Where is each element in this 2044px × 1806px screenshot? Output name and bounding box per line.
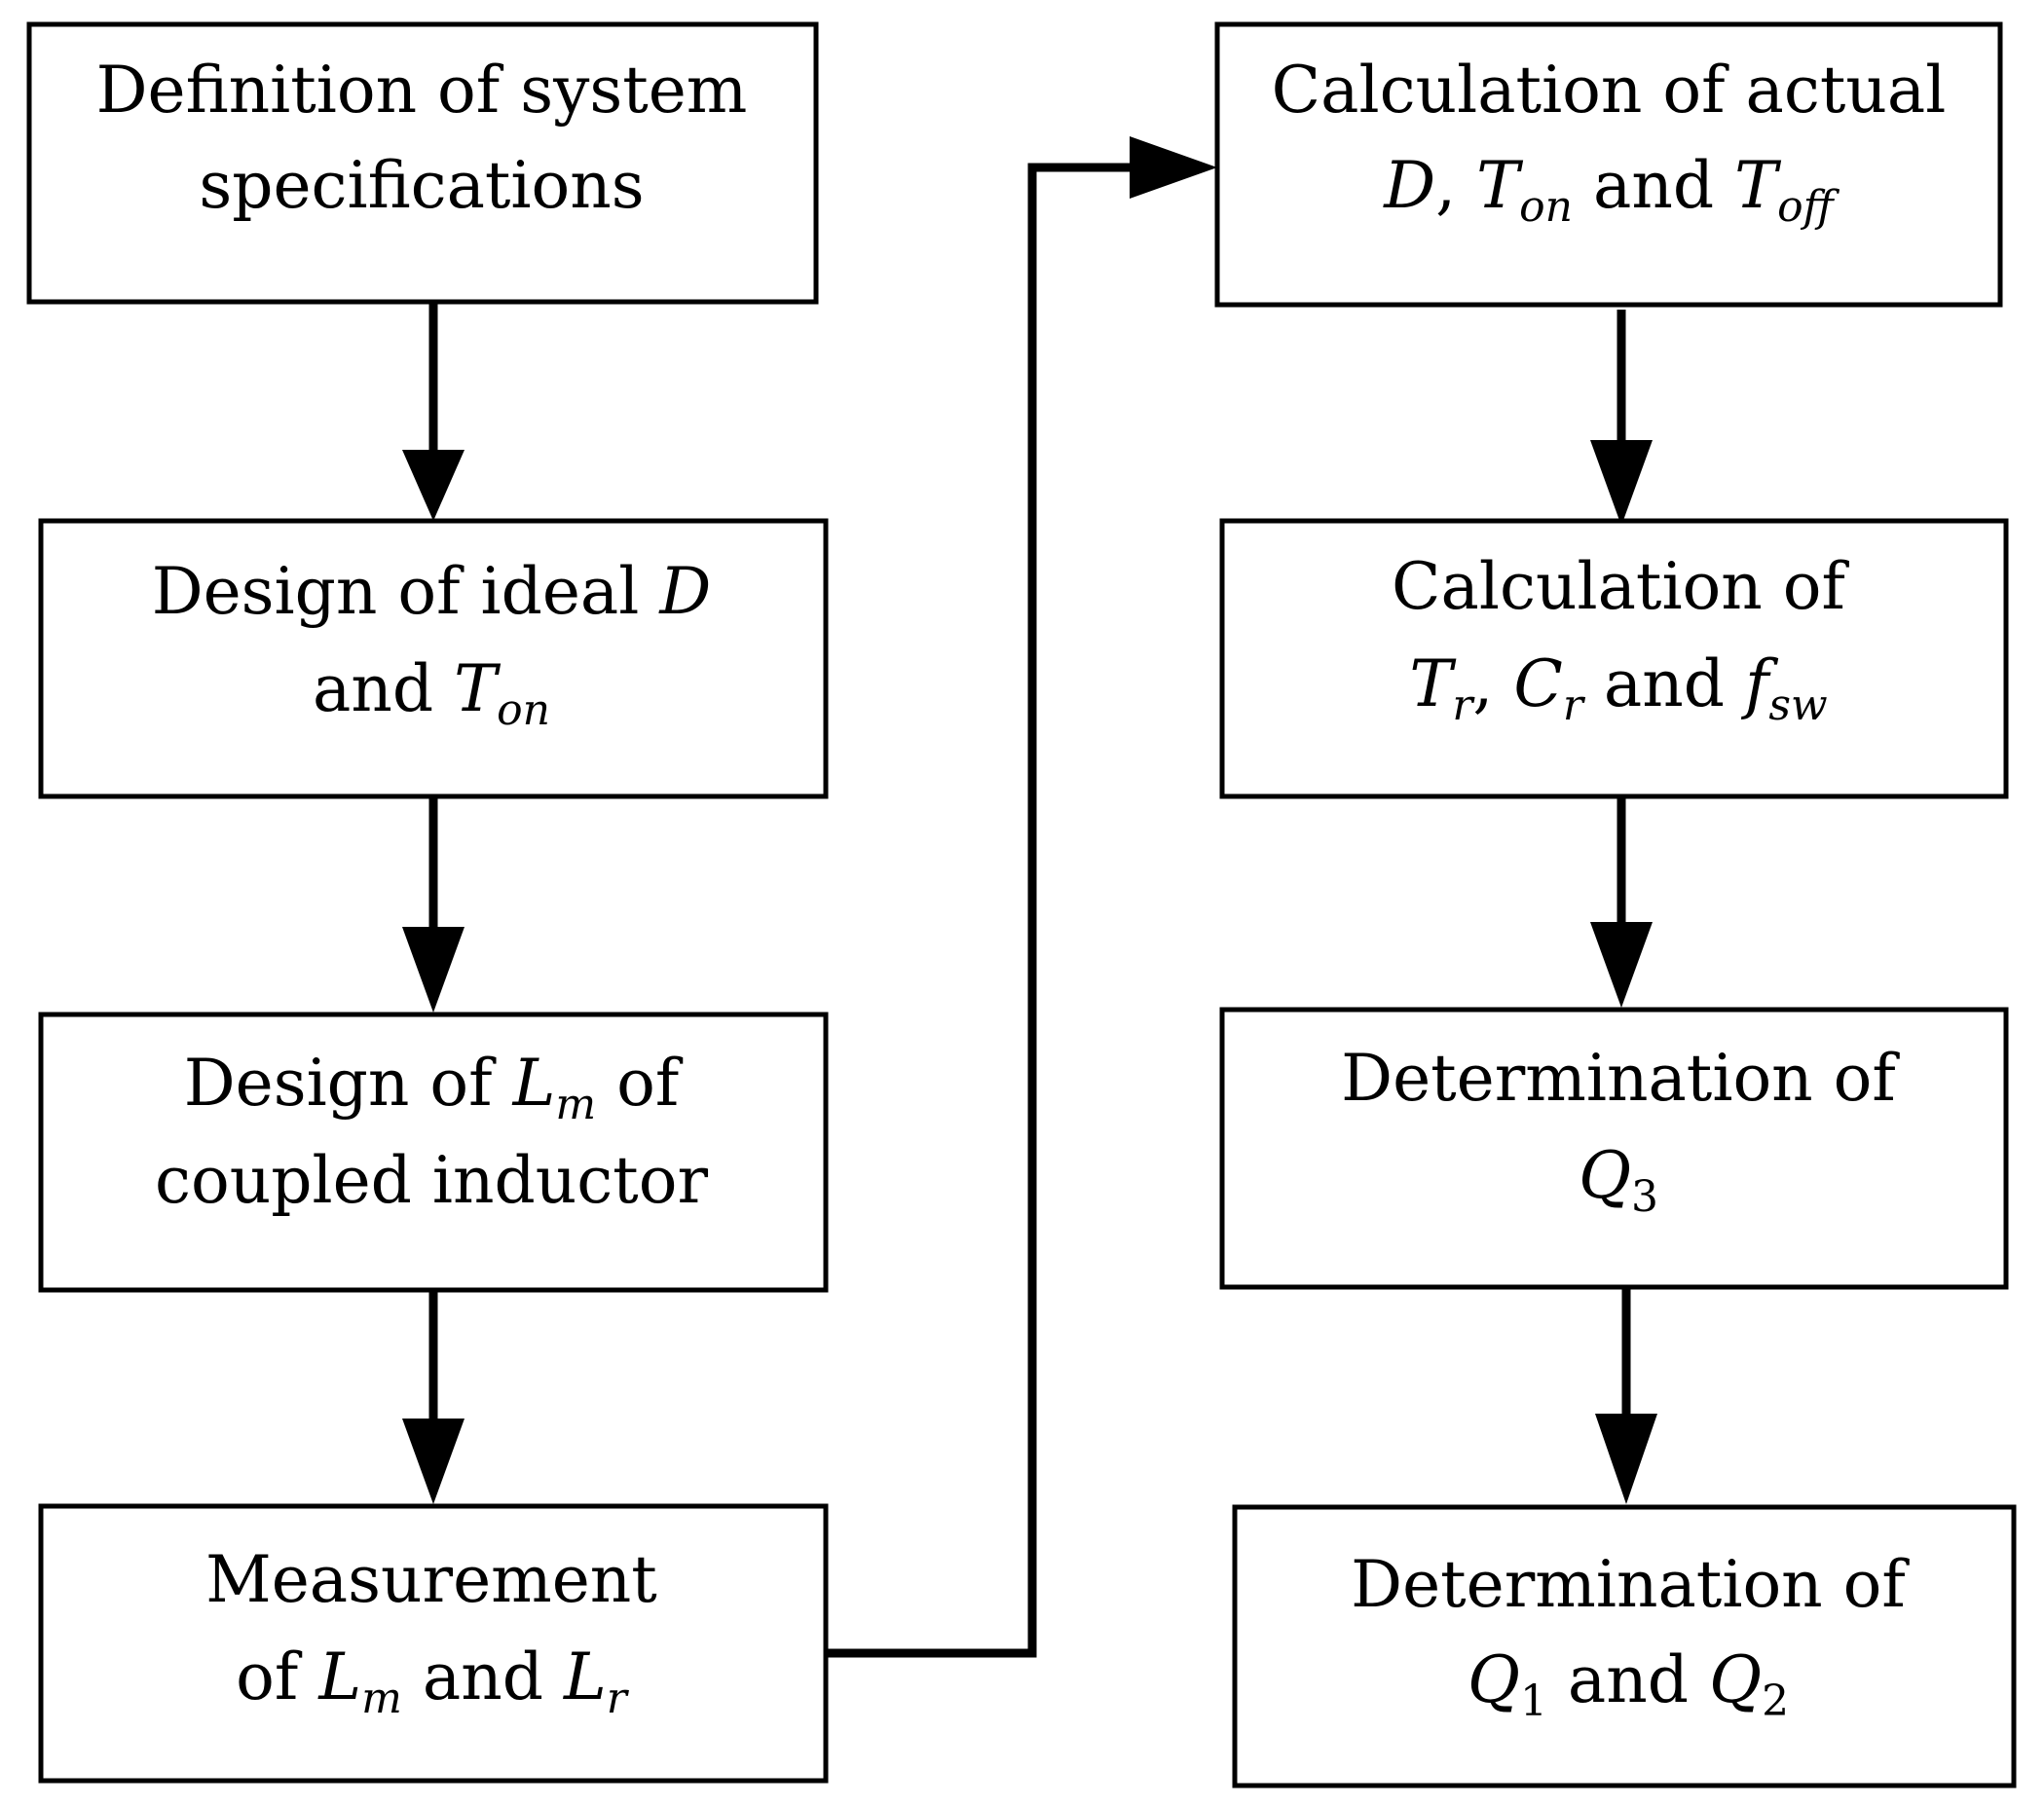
- label-text: ,: [1435, 148, 1476, 223]
- subscript: 1: [1520, 1677, 1547, 1726]
- label-text: Calculation of actual: [1272, 53, 1947, 128]
- variable: D: [1383, 148, 1435, 223]
- label-text: Definition of system: [96, 53, 748, 128]
- label-text: and: [313, 651, 454, 726]
- node-box: [1219, 518, 2009, 799]
- arrowhead-q3-to-q1-q2: [1595, 1414, 1657, 1504]
- label-text: Design of ideal: [152, 554, 660, 629]
- label-text: Measurement: [205, 1542, 657, 1617]
- subscript: r: [1452, 681, 1475, 730]
- variable: T: [1409, 646, 1457, 721]
- subscript: 3: [1631, 1172, 1658, 1222]
- variable: Q: [1579, 1138, 1631, 1213]
- subscript: sw: [1768, 681, 1827, 730]
- node-label-line: Calculation of actual: [1272, 53, 1947, 128]
- arrowhead-lm-lr-measure-to-actual-d: [1130, 136, 1217, 199]
- label-text: Design of: [184, 1046, 513, 1121]
- label-text: and: [402, 1640, 564, 1714]
- node-box: [38, 1012, 829, 1293]
- node-label-line: Design of Lm of: [184, 1046, 684, 1129]
- arrowhead-tr-cr-fsw-to-q3: [1590, 922, 1653, 1008]
- node-label-line: D, Ton and Toff: [1383, 148, 1840, 232]
- node-box: [1232, 1504, 2017, 1788]
- variable: D: [658, 554, 711, 629]
- subscript: r: [1563, 681, 1586, 730]
- node-label: Determination of Q3: [1341, 1041, 1900, 1222]
- label-text: and: [1573, 148, 1734, 223]
- subscript: on: [1519, 182, 1573, 232]
- subscript: off: [1777, 182, 1840, 232]
- connectors: [402, 136, 1657, 1658]
- node-specs: Definition of system specifications: [26, 21, 819, 305]
- arrowhead-lm-design-to-lm-lr-measure: [402, 1419, 465, 1504]
- node-label-line: Calculation of: [1392, 549, 1849, 624]
- variable: T: [454, 651, 502, 726]
- node-label-line: Determination of: [1351, 1547, 1910, 1622]
- label-text: ,: [1472, 646, 1513, 721]
- node-label-line: Q1 and Q2: [1468, 1642, 1789, 1726]
- node-box: [38, 518, 829, 799]
- node-label-line: Measurement: [205, 1542, 657, 1617]
- subscript: m: [361, 1674, 402, 1723]
- subscript: on: [497, 685, 550, 735]
- arrowhead-ideal-d-ton-to-lm-design: [402, 927, 465, 1013]
- node-label-line: Design of ideal D: [152, 554, 712, 629]
- label-text: of: [596, 1046, 684, 1121]
- arrowhead-specs-to-ideal-d-ton: [402, 450, 465, 521]
- node-box: [1219, 1007, 2009, 1290]
- label-text: coupled inductor: [155, 1143, 708, 1218]
- node-label-line: Determination of: [1341, 1041, 1900, 1116]
- node-box: [38, 1503, 829, 1784]
- node-label: Calculation of Tr, Cr and fsw: [1392, 549, 1849, 730]
- variable: Q: [1468, 1642, 1520, 1717]
- variable: L: [512, 1046, 556, 1121]
- label-text: Calculation of: [1392, 549, 1849, 624]
- node-label: Measurement of Lm and Lr: [205, 1542, 657, 1723]
- label-text: specifications: [199, 148, 644, 223]
- label-text: Determination of: [1341, 1041, 1900, 1116]
- subscript: r: [607, 1674, 630, 1723]
- node-box: [26, 21, 819, 305]
- node-label-line: Definition of system: [96, 53, 748, 128]
- node-lm-design: Design of Lm of coupled inductor: [38, 1012, 829, 1293]
- variable: L: [563, 1640, 607, 1714]
- node-label-line: and Ton: [313, 651, 550, 735]
- node-label: Design of Lm of coupled inductor: [155, 1046, 708, 1218]
- node-label: Definition of system specifications: [96, 53, 748, 223]
- node-lm-lr-measure: Measurement of Lm and Lr: [38, 1503, 829, 1784]
- node-label-line: Q3: [1579, 1138, 1658, 1222]
- node-label-line: coupled inductor: [155, 1143, 708, 1218]
- label-text: and: [1547, 1642, 1709, 1717]
- node-q3: Determination of Q3: [1219, 1007, 2009, 1290]
- variable: T: [1476, 148, 1524, 223]
- node-box: [1214, 21, 2003, 308]
- variable: Q: [1709, 1642, 1762, 1717]
- node-label-line: specifications: [199, 148, 644, 223]
- node-label-line: Tr, Cr and fsw: [1409, 646, 1827, 730]
- subscript: 2: [1762, 1677, 1789, 1726]
- node-label-line: of Lm and Lr: [236, 1640, 630, 1723]
- label-text: Determination of: [1351, 1547, 1910, 1622]
- variable: T: [1734, 148, 1782, 223]
- arrow-lm-lr-measure-to-actual-d: [826, 163, 1139, 1658]
- label-text: of: [236, 1640, 318, 1714]
- label-text: and: [1583, 646, 1745, 721]
- arrowhead-actual-d-to-tr-cr-fsw: [1590, 440, 1653, 526]
- subscript: m: [555, 1080, 596, 1129]
- variable: C: [1513, 646, 1563, 721]
- variable: L: [317, 1640, 361, 1714]
- node-tr-cr-fsw: Calculation of Tr, Cr and fsw: [1219, 518, 2009, 799]
